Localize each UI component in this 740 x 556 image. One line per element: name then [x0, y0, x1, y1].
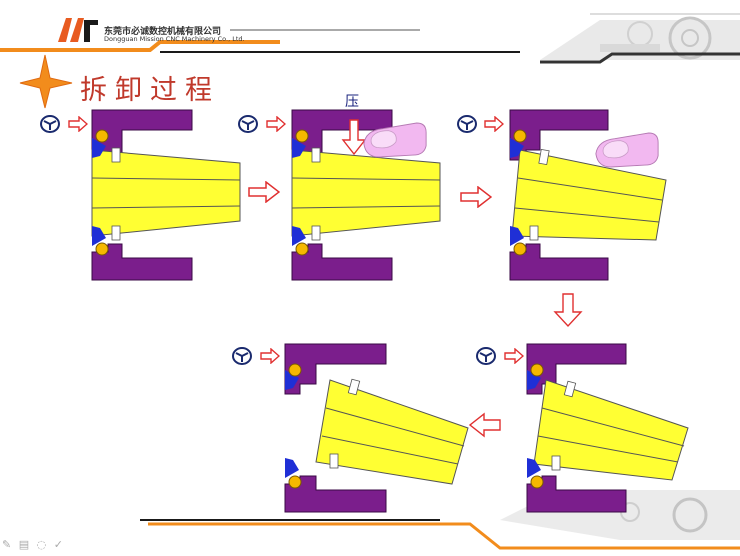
step-arrow-icon [460, 186, 492, 208]
step-2-pressing [238, 109, 492, 281]
right-arrow-icon [260, 348, 280, 364]
menu-icon[interactable]: ▤ [18, 538, 32, 551]
header [0, 13, 740, 64]
company-name-cn: 东莞市必诚数控机械有限公司 [104, 27, 222, 37]
right-arrow-icon [504, 348, 524, 364]
finger-icon [595, 132, 659, 168]
page-title: 拆卸过程 [80, 75, 220, 106]
step-arrow-icon [248, 181, 280, 203]
valve-icon [232, 347, 252, 365]
right-arrow-icon [266, 116, 286, 132]
step-1-clamped [40, 109, 280, 281]
valve-icon [40, 115, 60, 133]
star-icon [19, 54, 73, 109]
slideshow-toolbar[interactable]: ✎ ▤ ◌ ✓ [2, 538, 65, 551]
right-arrow-icon [68, 116, 88, 132]
press-label: 压 [345, 94, 359, 110]
press-arrow-icon [341, 119, 367, 156]
gear-decoration [540, 16, 740, 60]
valve-icon [238, 115, 258, 133]
step-3-tilting [457, 109, 667, 328]
valve-icon [476, 347, 496, 365]
pointer-icon[interactable]: ◌ [36, 538, 49, 551]
company-name-en: Dongguan Mission CNC Machinery Co., Ltd. [104, 35, 245, 43]
step-4-released [476, 343, 689, 513]
valve-icon [457, 115, 477, 133]
company-logo [58, 18, 98, 42]
check-icon[interactable]: ✓ [53, 538, 65, 551]
pen-icon[interactable]: ✎ [2, 538, 14, 551]
right-arrow-icon [484, 116, 504, 132]
left-arrow-icon [468, 412, 501, 438]
step-5-removed [232, 343, 469, 513]
down-arrow-icon [553, 293, 583, 328]
footer-decoration [140, 490, 740, 550]
